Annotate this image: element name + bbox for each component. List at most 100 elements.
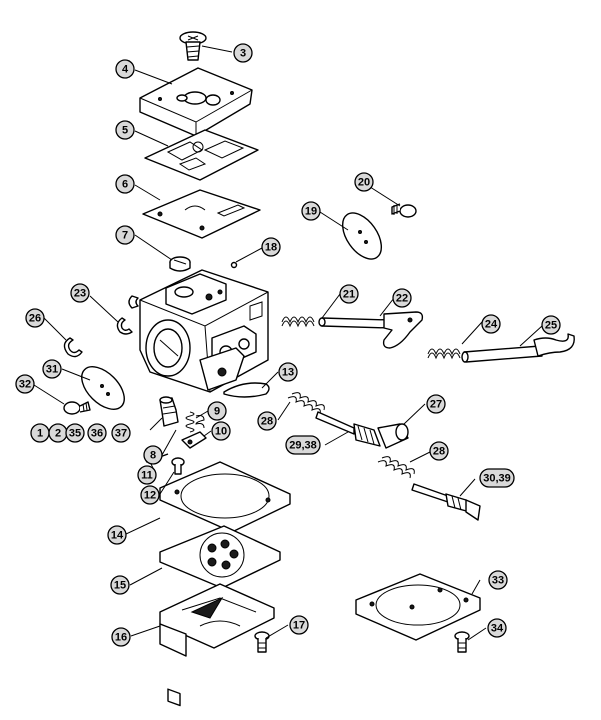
callout-number: 18 xyxy=(265,242,277,254)
callout-number: 10 xyxy=(215,426,227,438)
screw-part xyxy=(179,31,207,61)
metering-cover-part xyxy=(355,573,481,641)
leader-lines xyxy=(33,45,543,641)
callout-c21: 21 xyxy=(339,284,359,304)
callout-c34: 34 xyxy=(487,618,507,638)
pump-screw-part xyxy=(63,401,91,415)
callout-number: 5 xyxy=(122,125,128,137)
spring-small-part-2 xyxy=(195,415,205,429)
callout-number: 17 xyxy=(293,620,305,632)
callout-number: 20 xyxy=(358,177,370,189)
callout-c22: 22 xyxy=(392,288,412,308)
callout-c29: 29,38 xyxy=(285,435,321,455)
callout-c15: 15 xyxy=(110,575,130,595)
callout-number: 13 xyxy=(282,367,294,379)
callout-number: 28 xyxy=(261,416,273,428)
callout-c37: 37 xyxy=(111,423,131,443)
choke-shaft-part xyxy=(427,333,575,363)
callout-number: 28 xyxy=(433,446,445,458)
callout-c25: 25 xyxy=(541,315,561,335)
cover-plate-part xyxy=(139,67,253,137)
callout-number: 34 xyxy=(491,623,504,635)
callout-number: 26 xyxy=(29,313,41,325)
callout-number: 31 xyxy=(46,364,58,376)
callout-c30: 30,39 xyxy=(479,468,515,488)
callout-number: 35 xyxy=(69,428,81,440)
callout-c24: 24 xyxy=(481,314,501,334)
callout-number: 12 xyxy=(144,490,156,502)
callout-c28b: 28 xyxy=(429,441,449,461)
pump-disc-part xyxy=(81,366,125,410)
bottom-gasket-part xyxy=(159,461,291,533)
callout-number: 7 xyxy=(122,230,128,242)
callout-c4: 4 xyxy=(115,59,135,79)
callout-c35: 35 xyxy=(65,423,85,443)
callout-c16: 16 xyxy=(111,627,131,647)
callout-number: 23 xyxy=(74,288,86,300)
pump-cover-screw-part xyxy=(254,631,270,653)
throttle-shaft-part xyxy=(281,311,424,349)
clip-part xyxy=(63,337,83,358)
callout-number: 19 xyxy=(305,206,317,218)
callout-c36: 36 xyxy=(87,423,107,443)
callout-number: 4 xyxy=(122,64,129,76)
callout-number: 6 xyxy=(122,179,128,191)
metering-cover-screw-part xyxy=(454,631,470,653)
callout-c20: 20 xyxy=(354,172,374,192)
callout-c13: 13 xyxy=(278,362,298,382)
callout-number: 22 xyxy=(396,293,408,305)
callout-c19: 19 xyxy=(301,201,321,221)
pump-diaphragm-part xyxy=(159,525,281,589)
callout-number: 29,38 xyxy=(289,440,317,452)
callout-number: 3 xyxy=(240,48,246,60)
callout-c33: 33 xyxy=(488,570,508,590)
callout-number: 32 xyxy=(19,379,31,391)
callout-number: 14 xyxy=(111,530,124,542)
high-speed-spring-part xyxy=(287,392,325,415)
control-lever-part xyxy=(181,431,207,449)
callout-c31: 31 xyxy=(42,359,62,379)
low-speed-spring-part xyxy=(377,456,415,479)
small-screw-part xyxy=(171,457,185,475)
spring-small-part xyxy=(185,411,195,433)
throttle-screw-part xyxy=(391,203,417,218)
callout-number: 25 xyxy=(545,320,557,332)
callout-number: 9 xyxy=(214,406,220,418)
carburetor-body-part xyxy=(128,269,269,393)
callout-c14: 14 xyxy=(107,525,127,545)
callout-c7: 7 xyxy=(115,225,135,245)
callout-number: 21 xyxy=(343,289,355,301)
callout-c8: 8 xyxy=(143,445,163,465)
callout-number: 37 xyxy=(115,428,127,440)
throttle-disc-part xyxy=(341,212,383,260)
low-speed-screw-part xyxy=(411,483,481,521)
callout-number: 27 xyxy=(430,399,442,411)
callout-c2: 2 xyxy=(48,423,68,443)
callout-number: 11 xyxy=(141,470,153,482)
callout-number: 16 xyxy=(115,632,127,644)
callout-c18: 18 xyxy=(261,237,281,257)
callout-number: 15 xyxy=(114,580,126,592)
callout-number: 1 xyxy=(37,428,43,440)
callout-c12: 12 xyxy=(140,485,160,505)
callout-c1: 1 xyxy=(30,423,50,443)
callout-c26: 26 xyxy=(25,308,45,328)
callout-number: 33 xyxy=(492,575,504,587)
diaphragm-part xyxy=(142,189,261,239)
circlip-part xyxy=(116,317,133,335)
callout-c28a: 28 xyxy=(257,411,277,431)
callout-c3: 3 xyxy=(233,43,253,63)
inlet-screen-part xyxy=(169,256,191,272)
callout-c32: 32 xyxy=(15,374,35,394)
callout-number: 2 xyxy=(55,428,61,440)
callout-number: 24 xyxy=(485,319,498,331)
callout-c11: 11 xyxy=(137,465,157,485)
callout-number: 30,39 xyxy=(483,473,511,485)
callout-c10: 10 xyxy=(211,421,231,441)
callout-c5: 5 xyxy=(115,120,135,140)
pump-cover-part xyxy=(159,583,275,707)
needle-valve-part xyxy=(159,396,179,427)
callout-c6: 6 xyxy=(115,174,135,194)
